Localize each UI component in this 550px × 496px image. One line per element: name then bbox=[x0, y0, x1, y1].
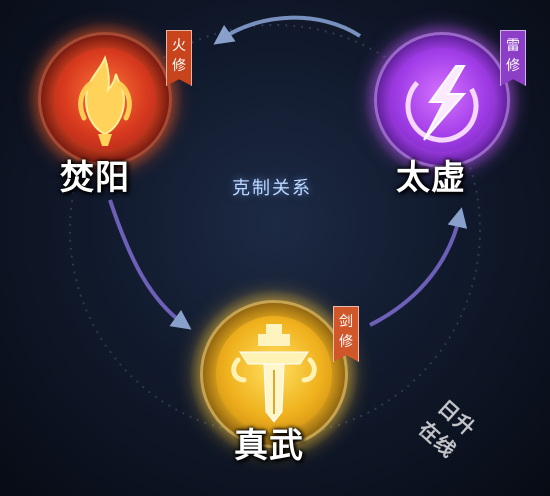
arrow-thunder-to-fire bbox=[213, 15, 362, 45]
sword-school-name: 真武 bbox=[234, 426, 304, 466]
flame-icon bbox=[78, 55, 132, 146]
thunder-school-tag: 雷 修 bbox=[500, 30, 526, 86]
fire-emblem[interactable] bbox=[28, 22, 182, 176]
center-title: 克制关系 bbox=[232, 178, 312, 199]
thunder-emblem[interactable] bbox=[364, 22, 520, 178]
thunder-school-name: 太虚 bbox=[396, 158, 466, 198]
arrow-sword-to-thunder bbox=[369, 207, 468, 327]
arrow-fire-to-sword bbox=[108, 199, 192, 330]
sword-emblem[interactable] bbox=[190, 290, 358, 458]
fire-school-tag: 火 修 bbox=[166, 30, 192, 86]
sword-school-tag: 剑 修 bbox=[333, 306, 359, 362]
sword-icon bbox=[231, 324, 317, 423]
fire-school-name: 焚阳 bbox=[60, 158, 130, 198]
lightning-icon bbox=[405, 65, 479, 143]
